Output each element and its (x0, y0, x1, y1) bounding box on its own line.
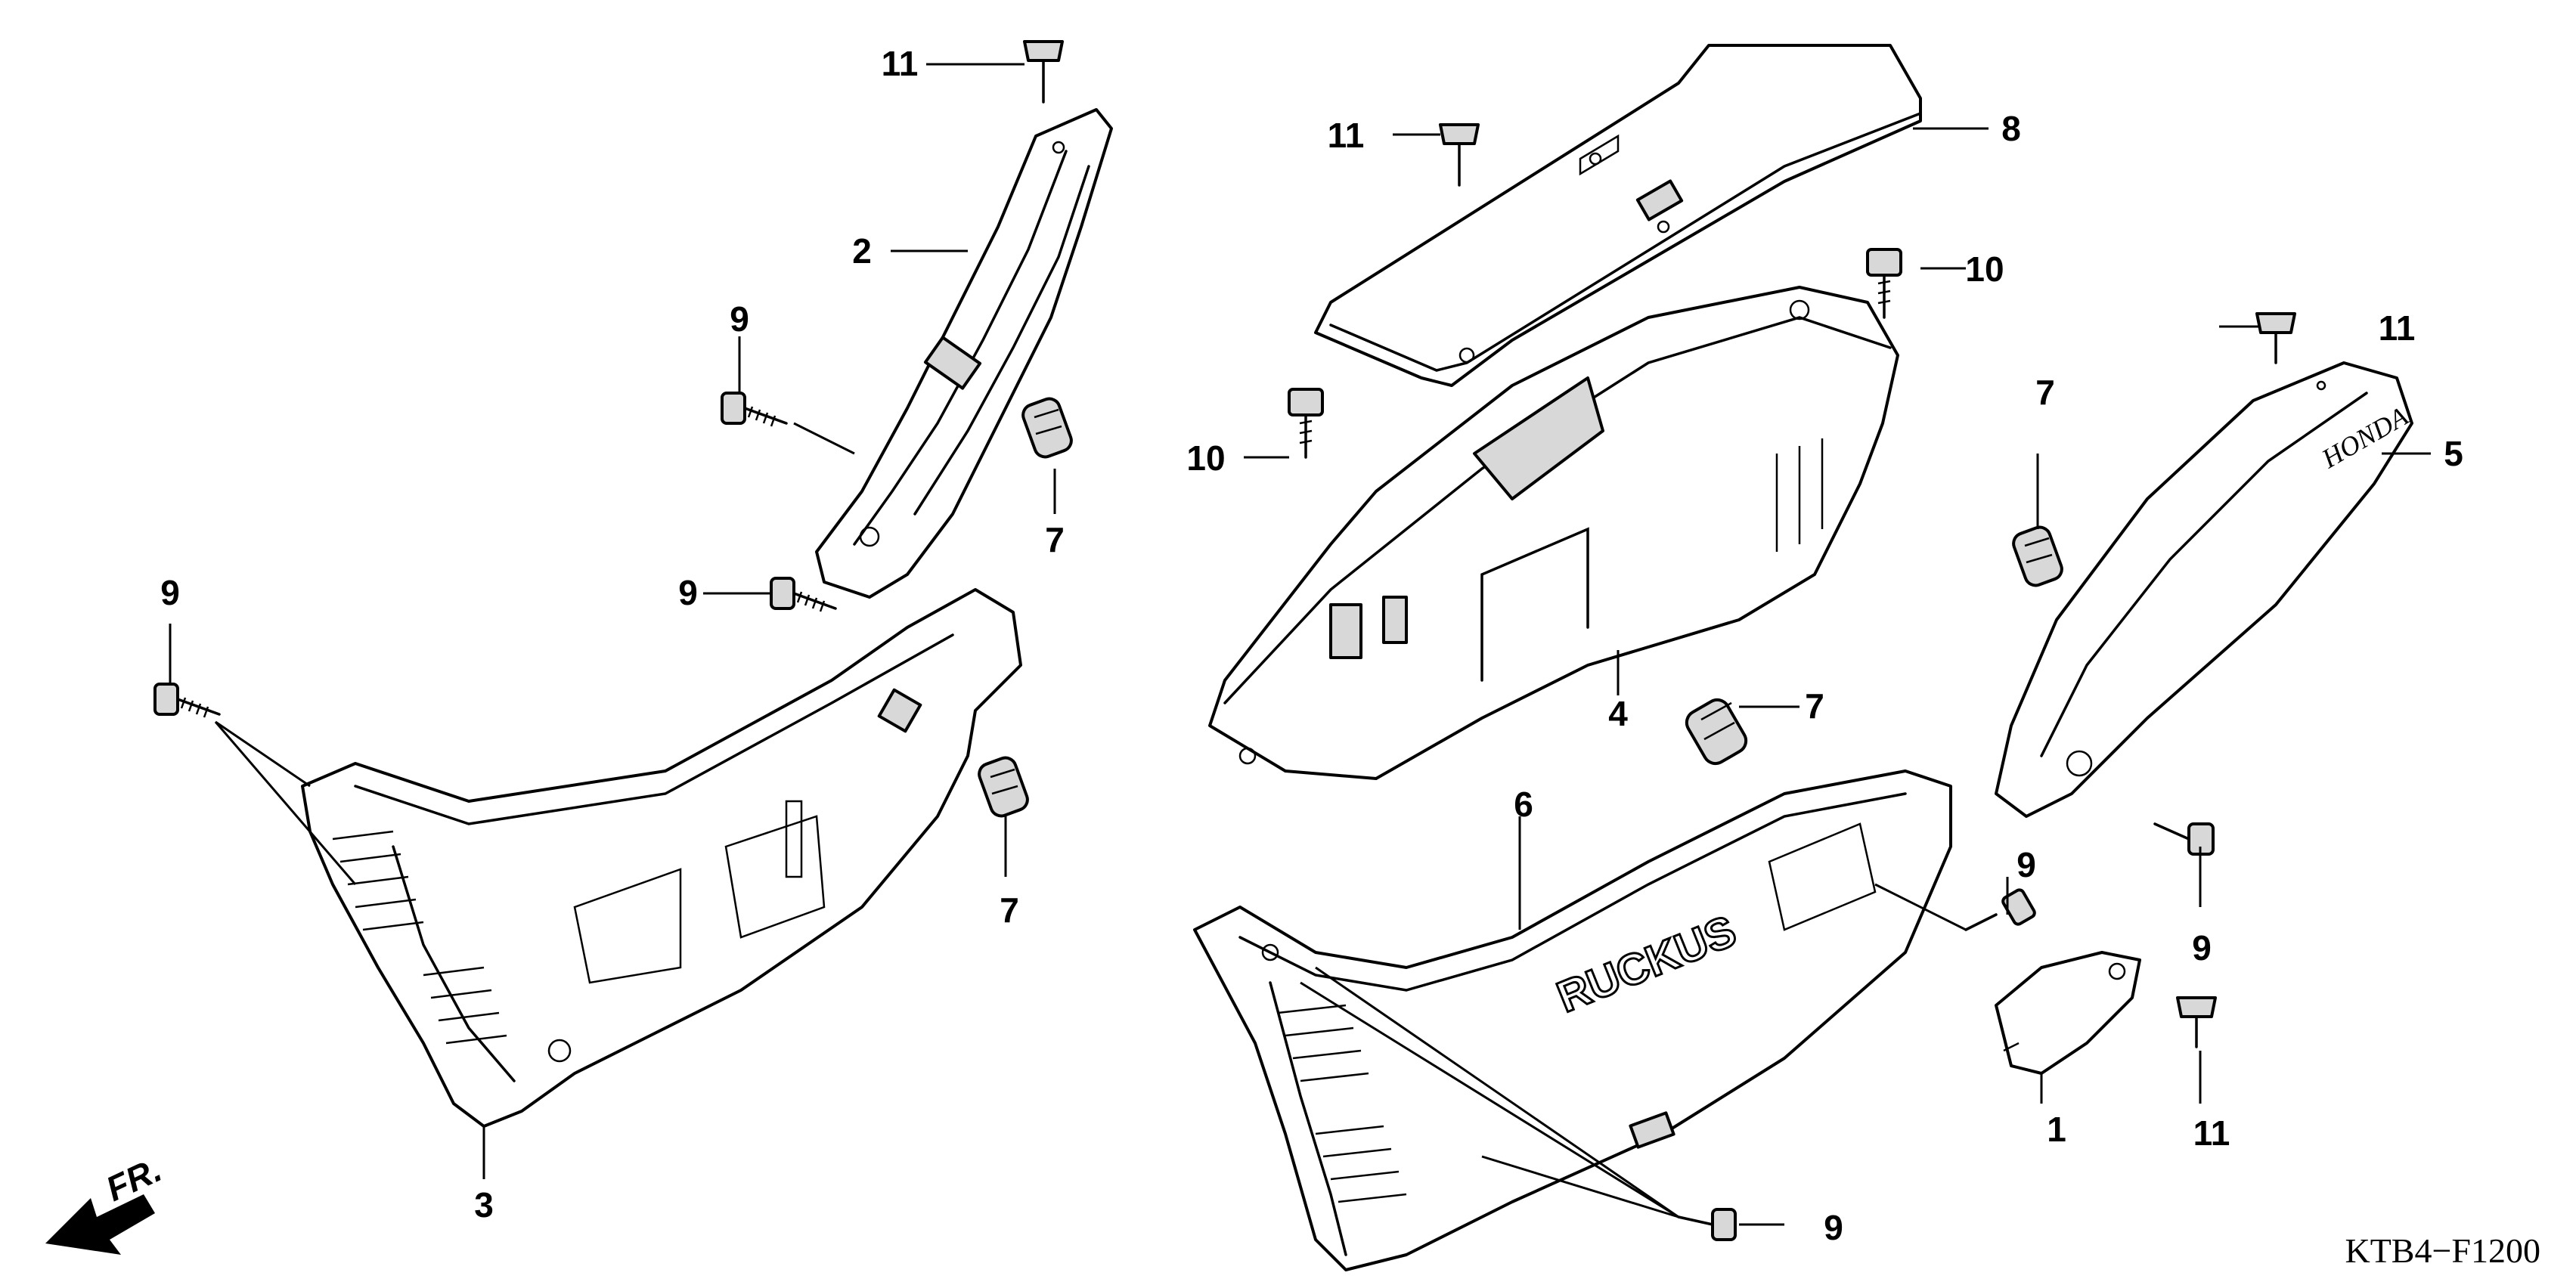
callout-8: 8 (2001, 109, 2021, 148)
front-label: FR. (100, 1150, 167, 1209)
callout-9: 9 (160, 573, 180, 612)
callout-10: 10 (1965, 249, 2004, 289)
clip-11c (2255, 312, 2296, 364)
callout-5: 5 (2444, 434, 2463, 473)
callout-7: 7 (1805, 686, 1824, 726)
screw-9f (1677, 1208, 1737, 1241)
diagram-code: KTB4−F1200 (2345, 1231, 2540, 1270)
callout-3: 3 (474, 1185, 494, 1225)
callout-9: 9 (678, 573, 698, 612)
callout-labels: 11 2 9 7 9 9 7 3 11 8 10 10 4 7 6 11 7 5… (160, 44, 2463, 1247)
part-6-right-floor-cover: RUCKUS (1193, 769, 1952, 1271)
grommet-7d (2012, 525, 2063, 587)
callout-11: 11 (1328, 116, 1365, 155)
part-2-bracket (815, 108, 1113, 599)
callout-11: 11 (2193, 1113, 2230, 1153)
part-1-cap (1995, 951, 2141, 1075)
callout-9: 9 (1824, 1208, 1843, 1247)
front-direction-indicator: FR. (45, 1150, 167, 1255)
callout-9: 9 (2192, 928, 2212, 968)
callout-11: 11 (2379, 308, 2416, 348)
part-3-left-floor-cover (301, 588, 1022, 1128)
callout-7: 7 (1045, 520, 1065, 559)
callout-9: 9 (2016, 845, 2036, 884)
screw-9b (770, 577, 837, 612)
callout-1: 1 (2047, 1110, 2066, 1149)
grommet-7c (1685, 698, 1748, 766)
front-arrow-icon (45, 1194, 155, 1255)
leader-lines (169, 63, 2431, 1226)
part-8-lid (1314, 44, 1922, 387)
callout-4: 4 (1608, 694, 1628, 733)
callout-7: 7 (2035, 373, 2055, 412)
screw-9e (2153, 822, 2215, 856)
screw-9a (721, 392, 788, 427)
part-5-right-cover: HONDA (1995, 361, 2413, 818)
part-4-storage-box (1208, 286, 1899, 780)
callout-6: 6 (1514, 785, 1533, 824)
left-cover-louvers (332, 830, 507, 1045)
callout-7: 7 (1000, 890, 1019, 930)
clip-11a (1023, 40, 1064, 104)
callout-9: 9 (730, 299, 749, 339)
callout-11: 11 (882, 44, 919, 83)
screw-9c (153, 683, 221, 718)
bolt-10a (1866, 248, 1902, 319)
right-cover-louvers (1277, 1004, 1407, 1203)
callout-10: 10 (1186, 438, 1225, 478)
bolt-10b (1288, 388, 1324, 459)
callout-2: 2 (852, 231, 872, 271)
screw-9d (1964, 888, 2036, 931)
clip-11d (2176, 996, 2217, 1048)
grommet-7b (978, 756, 1029, 818)
grommet-7a (1021, 397, 1073, 459)
clip-11b (1439, 123, 1480, 187)
